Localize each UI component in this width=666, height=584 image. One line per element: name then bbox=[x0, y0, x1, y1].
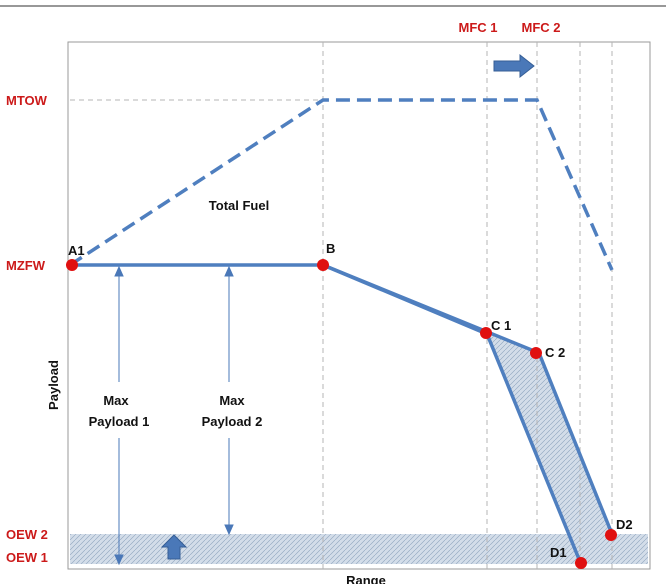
label-mfc1: MFC 1 bbox=[459, 20, 498, 35]
max-payload-1-line2: Payload 1 bbox=[89, 414, 150, 429]
point-d2 bbox=[605, 529, 617, 541]
point-label-b: B bbox=[326, 241, 335, 256]
x-axis-title: Range bbox=[346, 573, 386, 584]
label-oew1: OEW 1 bbox=[6, 550, 48, 565]
point-c2 bbox=[530, 347, 542, 359]
label-oew2: OEW 2 bbox=[6, 527, 48, 542]
vertical-guides bbox=[322, 42, 613, 569]
plot-area-border bbox=[67, 41, 651, 570]
point-a1 bbox=[66, 259, 78, 271]
max-payload-1-line1: Max bbox=[103, 393, 129, 408]
mfc-shift-arrow bbox=[493, 53, 535, 79]
label-mzfw: MZFW bbox=[6, 258, 46, 273]
point-b bbox=[317, 259, 329, 271]
label-mtow: MTOW bbox=[6, 93, 48, 108]
max-payload-2-line2: Payload 2 bbox=[202, 414, 263, 429]
total-fuel-label: Total Fuel bbox=[209, 198, 269, 213]
point-c1 bbox=[480, 327, 492, 339]
point-label-c1: C 1 bbox=[491, 318, 511, 333]
mtow-curve bbox=[69, 98, 614, 271]
label-mfc2: MFC 2 bbox=[522, 20, 561, 35]
point-d1 bbox=[575, 557, 587, 569]
point-label-d1: D1 bbox=[550, 545, 567, 560]
point-label-a1: A1 bbox=[68, 243, 85, 258]
max-payload-2-arrow bbox=[224, 265, 234, 536]
oew-shift-arrow bbox=[160, 534, 188, 560]
oew-band bbox=[70, 534, 648, 564]
y-axis-title: Payload bbox=[46, 360, 61, 410]
point-label-d2: D2 bbox=[616, 517, 633, 532]
max-payload-1-arrow bbox=[114, 265, 124, 566]
max-payload-2-line1: Max bbox=[219, 393, 245, 408]
points bbox=[66, 259, 617, 569]
payload-range-shaded-region bbox=[487, 334, 612, 564]
point-label-c2: C 2 bbox=[545, 345, 565, 360]
